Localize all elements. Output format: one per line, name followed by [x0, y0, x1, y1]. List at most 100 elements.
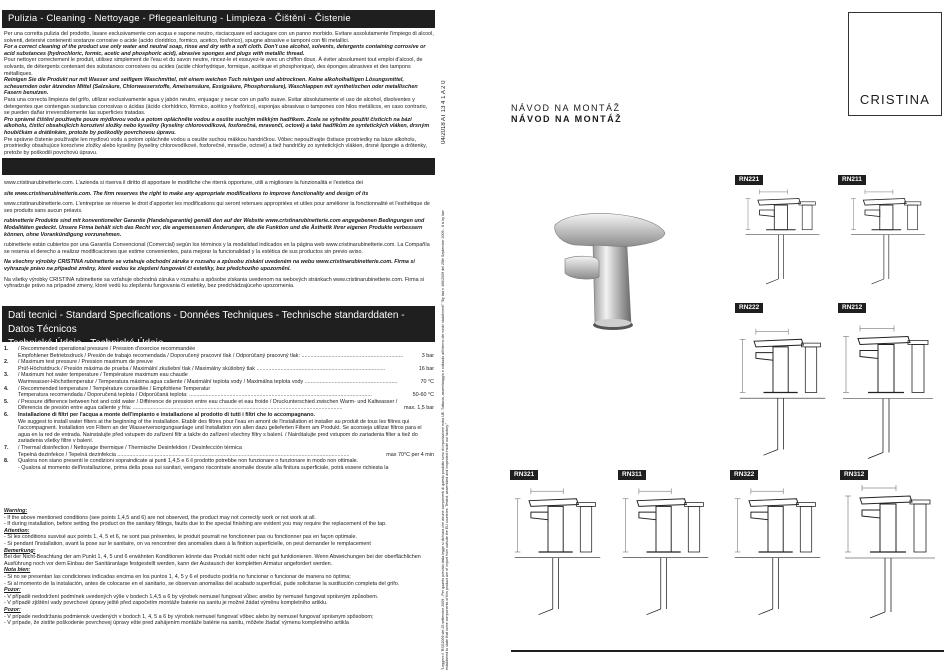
spec-line-2: Diferencia de presión entre agua calient… — [18, 405, 434, 412]
note-paragraph: - V případě nedodržení podmínek uvedenýc… — [4, 593, 379, 600]
drawing-stroke — [877, 344, 895, 393]
spec-row: 8. Qualora non siano presenti le condizio… — [4, 458, 434, 471]
spec-value: 70 °C — [420, 378, 434, 385]
document-code: 04/2018 AT 13 4 1 A 2 0 — [441, 80, 447, 144]
spec-number: 8. — [4, 458, 9, 465]
tech-header-line-2: Technické Údaje - Technické Údaje — [8, 338, 164, 349]
spec-row: 4./ Recommended temperature / Températur… — [4, 386, 434, 399]
cleaning-paragraph: For a correct cleaning of the product us… — [4, 44, 426, 57]
drawing-stroke — [758, 608, 773, 616]
cleaning-paragraph: Per una corretta pulizia del prodotto, l… — [4, 31, 434, 44]
drawing-stroke — [579, 506, 593, 553]
drawing-stroke — [861, 509, 881, 519]
cleaning-header: Pulizia - Cleaning - Nettoyage - Pflegea… — [2, 10, 435, 28]
technical-drawing-rn321 — [514, 488, 601, 616]
tech-header-line-1: Dati tecnici - Standard Specifications -… — [8, 310, 405, 335]
drawing-stroke — [638, 511, 657, 521]
model-label-rn321: RN321 — [510, 470, 539, 480]
spec-value: max. 1,5 bar — [404, 405, 434, 412]
spec-number: 1. — [4, 346, 9, 352]
model-label-rn211: RN211 — [838, 175, 866, 185]
drawing-stroke — [547, 505, 564, 553]
manual-title-bold: NÁVOD NA MONTÁŽ — [511, 114, 623, 124]
spec-line-1: / Thermal disinfection / Nettoyage therm… — [18, 444, 242, 451]
warranty-paragraph: rubinetterie Produkte sind mit konventio… — [4, 218, 425, 238]
technical-drawing-rn312 — [845, 485, 935, 619]
spec-value: 3 bar — [421, 352, 434, 359]
spec-line-1: / Pressure difference between hot and co… — [18, 398, 398, 405]
spec-row: 1. / Recommended operational pressure / P… — [4, 346, 434, 359]
drawing-stroke — [767, 505, 784, 553]
spec-row: 2./ Maximum test pressure / Pression max… — [4, 359, 434, 372]
note-paragraph: - V prípade nedodržania podmienok uveden… — [4, 613, 374, 620]
drawing-stroke — [857, 335, 911, 346]
note-paragraph: Bemerkung: — [4, 547, 36, 554]
note-paragraph: - If during installation, before setting… — [4, 521, 387, 528]
spec-text: / Maximum test pressure / Pression maxim… — [18, 359, 434, 372]
drawing-stroke — [755, 352, 774, 361]
model-label-rn212: RN212 — [838, 303, 867, 313]
spec-text: / Recommended operational pressure / Pre… — [18, 346, 434, 359]
warranty-paragraph: www.cristinarubinetterie.com. L'entrepri… — [4, 201, 430, 214]
drawing-stroke — [748, 498, 800, 507]
drawing-stroke — [798, 201, 816, 206]
note-paragraph: - Si les conditions susvisé aux points 1… — [4, 534, 358, 541]
note-paragraph: Nota bien: — [4, 567, 31, 574]
spec-line-2: We suggest to install water filters at t… — [18, 418, 422, 445]
drawing-stroke — [879, 503, 897, 553]
technical-specs-header: Dati tecnici - Standard Specifications -… — [2, 306, 435, 349]
left-column: Pulizia - Cleaning - Nettoyage - Pflegea… — [0, 0, 437, 670]
drawing-stroke — [801, 204, 813, 231]
warranty-text: www.cristinarubinetterie.com. L'azienda … — [4, 180, 434, 304]
drawing-stroke — [763, 449, 778, 456]
model-label-rn312: RN312 — [840, 470, 869, 480]
note-paragraph: - V případě zjištění vady povrchové úpra… — [4, 600, 328, 607]
spec-value: max 70°C per 4 min — [386, 451, 434, 458]
drawing-stroke — [796, 502, 816, 507]
drawing-stroke — [799, 506, 813, 553]
spec-text: Installazione di filtri per l'acqua a mo… — [18, 412, 434, 445]
drawing-stroke — [759, 209, 775, 218]
note-paragraph: Pozor: — [4, 606, 21, 613]
cleaning-paragraph: Reinigen Sie die Produkt nur mit Wasser … — [4, 77, 418, 97]
spec-line-2: Empfohlener Betriebsdruck / Presión de t… — [18, 352, 434, 359]
drawing-stroke — [859, 350, 879, 360]
note-paragraph: Attention: — [4, 527, 30, 534]
warranty-paragraph: site www.cristinarubinetterie.com. The f… — [4, 190, 369, 197]
technical-drawing-rn322 — [734, 488, 821, 616]
drawing-stroke — [765, 278, 779, 285]
model-label-rn311: RN311 — [618, 470, 646, 480]
spec-row: 3./ Maximum hot water temperature / Temp… — [4, 372, 434, 385]
spec-value: 50-60 °C — [412, 392, 434, 399]
note-paragraph: Warning: — [4, 508, 28, 514]
spec-number: 7. — [4, 444, 9, 451]
warranty-paragraph: rubinetterie están cubiertos por una Gar… — [4, 242, 430, 255]
brand-logo-text: CRISTINA — [859, 92, 931, 107]
note-paragraph: - Si pendant l'installation, avant la po… — [4, 540, 371, 547]
warranty-paragraph: www.cristinarubinetterie.com. L'azienda … — [4, 180, 363, 186]
warranty-header — [2, 158, 435, 175]
drawing-stroke — [757, 198, 802, 206]
spec-row: 7. / Thermal disinfection / Nettoyage the… — [4, 445, 434, 458]
model-label-rn222: RN222 — [735, 303, 764, 313]
spec-text: / Recommended temperature / Température … — [18, 386, 434, 399]
manual-title: NÁVOD NA MONTÁŽ — [511, 103, 621, 113]
legal-notice: "Leggere il 'RSG2009 del 25 settembre 20… — [441, 210, 450, 670]
drawing-stroke — [862, 198, 907, 206]
drawing-stroke — [804, 346, 818, 393]
warning-notes: Warning:- If the above mentioned conditi… — [4, 508, 434, 668]
spec-line-2: Tepelná dezinfekce / Tepelná dezinfekcia… — [18, 451, 434, 458]
drawing-stroke — [801, 342, 821, 348]
note-paragraph: - If the above mentioned conditions (see… — [4, 514, 316, 521]
warranty-paragraph: Na všechny výrobky CRISTINA rubinetterie… — [4, 259, 415, 272]
drawing-stroke — [530, 511, 549, 521]
spec-line-1: Qualora non siano presenti le condizioni… — [18, 458, 359, 465]
cleaning-paragraph: Para una correcta limpieza del grifo, ut… — [4, 96, 428, 117]
model-label-rn322: RN322 — [730, 470, 759, 480]
spec-line-1: / Maximum hot water temperature / Tempér… — [18, 372, 188, 379]
drawing-stroke — [576, 502, 596, 507]
note-paragraph: - V prípade, že zistíte poškodenie povrc… — [4, 620, 349, 627]
drawing-stroke — [538, 608, 553, 616]
note-paragraph: - Si no se presentan las condiciones ind… — [4, 573, 351, 580]
drawing-stroke — [859, 495, 913, 505]
